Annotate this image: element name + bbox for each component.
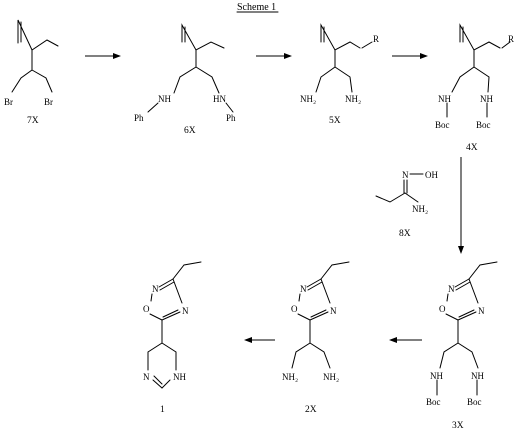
compound-label-2X: 2X: [305, 405, 317, 415]
atom-n: N: [402, 170, 409, 180]
compound-label-8X: 8X: [399, 229, 411, 239]
atom-nh-ring: NH: [173, 372, 186, 382]
atom-br-right: Br: [44, 97, 53, 107]
compound-label-4X: 4X: [466, 143, 478, 153]
atom-n-right: N: [478, 306, 485, 316]
scheme-title: Scheme 1: [237, 2, 276, 13]
atom-nh-right: NH: [480, 94, 493, 104]
compound-label-7X: 7X: [27, 116, 39, 126]
atom-br-left: Br: [4, 97, 13, 107]
compound-label-3X: 3X: [452, 421, 464, 431]
arrow-6X-5X: [256, 53, 292, 59]
atom-boc-right: Boc: [476, 120, 491, 130]
compound-label-1: 1: [160, 405, 165, 415]
atom-nh-left: NH: [430, 371, 443, 381]
atom-n-right: N: [330, 306, 337, 316]
atom-nh2-left: NH₂: [282, 372, 298, 382]
atom-r: R: [373, 34, 379, 44]
atom-n-top: N: [300, 284, 307, 294]
arrow-3X-2X: [389, 337, 422, 343]
atom-n-ring: N: [143, 372, 150, 382]
compound-1: N O N N NH 1: [143, 261, 202, 415]
compound-4X: R NH NH Boc Boc 4X: [435, 23, 514, 153]
atom-r: R: [508, 34, 514, 44]
atom-nh2-right: NH₂: [323, 372, 339, 382]
atom-n-right: N: [182, 306, 189, 316]
atom-nh2-left: NH₂: [300, 94, 316, 104]
atom-oh: OH: [425, 170, 438, 180]
compound-6X: NH HN Ph Ph 6X: [134, 23, 236, 136]
compound-label-5X: 5X: [329, 116, 341, 126]
atom-ph-left: Ph: [134, 113, 144, 123]
atom-nh2-right: NH₂: [345, 94, 361, 104]
compound-7X: Br Br 7X: [4, 19, 59, 126]
atom-n-top: N: [448, 284, 455, 294]
atom-boc-right: Boc: [467, 397, 482, 407]
arrow-4X-3X: [458, 157, 464, 254]
atom-o: O: [291, 304, 298, 314]
atom-ph-right: Ph: [226, 113, 236, 123]
atom-o: O: [143, 304, 150, 314]
atom-o: O: [439, 304, 446, 314]
atom-nh-left: NH: [438, 94, 451, 104]
atom-n-top: N: [152, 284, 159, 294]
atom-nh-left: NH: [158, 94, 171, 104]
atom-hn-right: HN: [213, 94, 226, 104]
compound-5X: R NH₂ NH₂ 5X: [300, 23, 379, 126]
arrow-2X-1: [244, 337, 275, 343]
arrow-7X-6X: [85, 53, 121, 59]
compound-2X: N O N NH₂ NH₂ 2X: [282, 261, 350, 415]
compound-8X: N OH NH₂ 8X: [375, 170, 438, 239]
atom-boc-left: Boc: [426, 397, 441, 407]
compound-label-6X: 6X: [184, 126, 196, 136]
compound-3X: N O N NH NH Boc Boc 3X: [426, 261, 498, 431]
atom-nh-right: NH: [471, 371, 484, 381]
atom-nh2: NH₂: [412, 204, 428, 214]
atom-boc-left: Boc: [435, 120, 450, 130]
arrow-5X-4X: [392, 53, 428, 59]
